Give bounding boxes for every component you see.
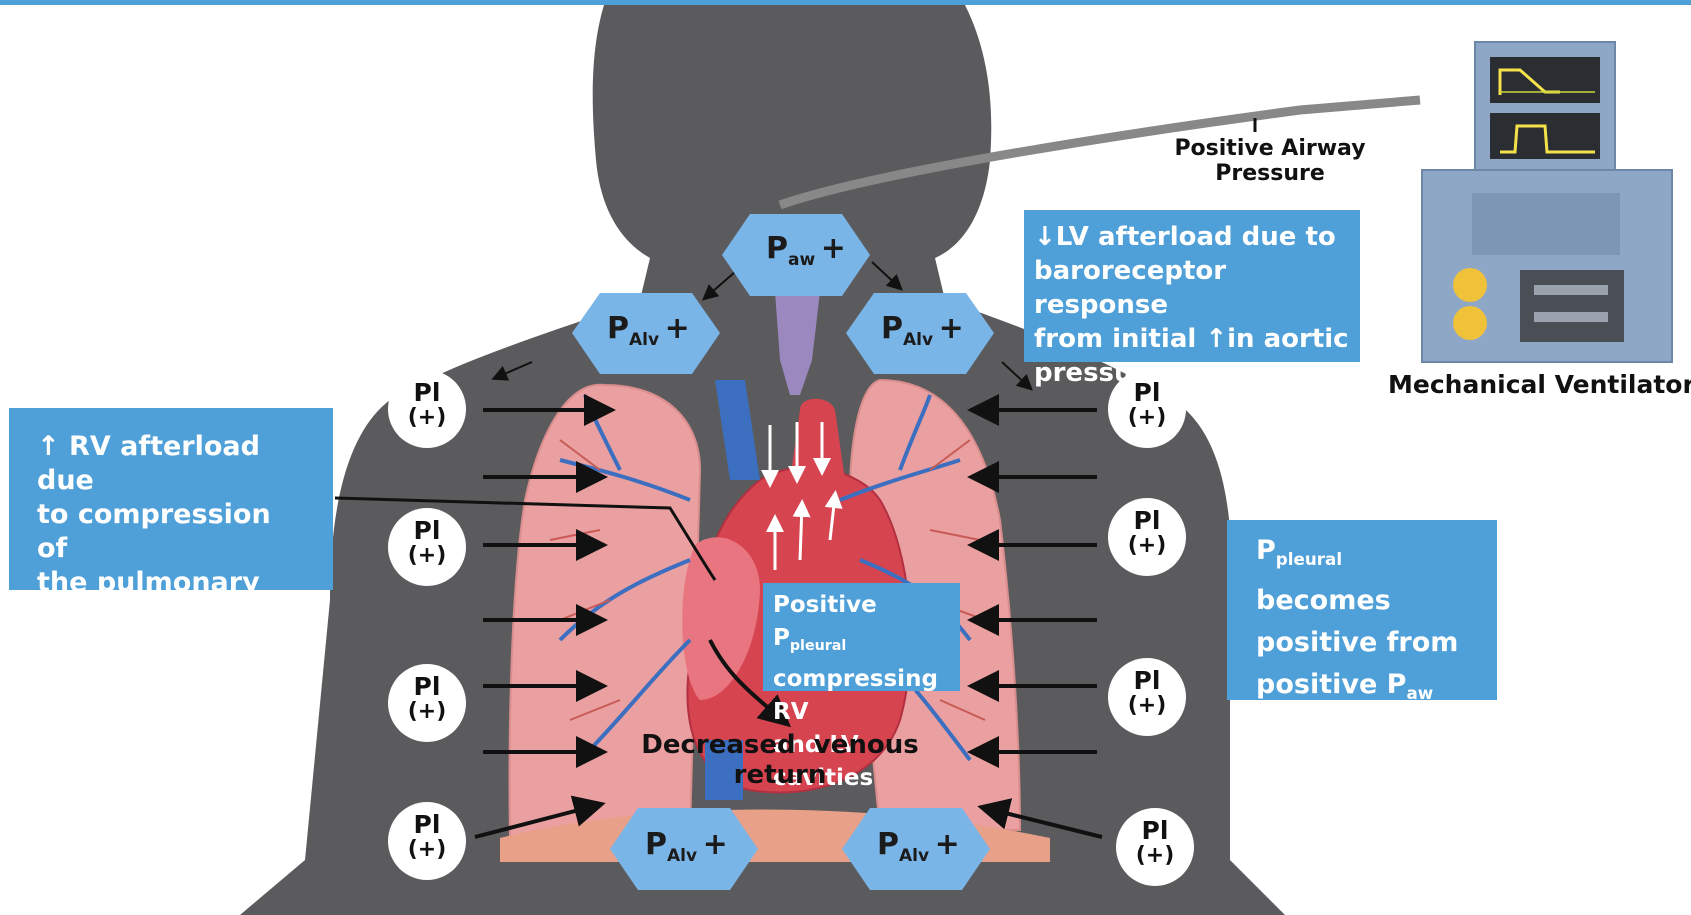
- pleural-circle: Pl(+): [1108, 498, 1186, 576]
- pleural-circle: Pl(+): [388, 802, 466, 880]
- palv-label-lower-right: PAlv +: [877, 827, 957, 866]
- palv-label-upper-left: PAlv +: [607, 311, 687, 350]
- pleural-circle: Pl(+): [388, 370, 466, 448]
- positive-airway-label: Positive Airway Pressure: [1160, 136, 1380, 186]
- mechanical-ventilator-label: Mechanical Ventilator: [1388, 370, 1688, 399]
- pleural-circle: Pl(+): [388, 508, 466, 586]
- decreased-venous-return-label: Decreased venous return: [640, 730, 920, 790]
- down-arrow-icon: ↓: [1034, 222, 1056, 252]
- up-arrow-icon: ↑: [37, 635, 60, 666]
- rv-afterload-box: ↑ RV afterload due to compression of the…: [9, 408, 333, 590]
- compressing-box: Positive Ppleural compressing RV and LV …: [763, 583, 960, 691]
- palv-label-lower-left: PAlv +: [645, 827, 725, 866]
- lv-afterload-box: ↓LV afterload due to baroreceptor respon…: [1024, 210, 1360, 362]
- ventilator: [1422, 42, 1672, 362]
- paw-label: Paw +: [766, 231, 836, 270]
- up-arrow-icon: ↑: [1205, 324, 1227, 354]
- pleural-positive-box: Ppleural becomes positive from positive …: [1227, 520, 1497, 700]
- pleural-circle: Pl(+): [388, 664, 466, 742]
- up-arrow-icon: ↑: [37, 431, 60, 462]
- palv-label-upper-right: PAlv +: [881, 311, 961, 350]
- pleural-circle: Pl(+): [1108, 658, 1186, 736]
- top-bar: [0, 0, 1691, 5]
- pleural-circle: Pl(+): [1116, 808, 1194, 886]
